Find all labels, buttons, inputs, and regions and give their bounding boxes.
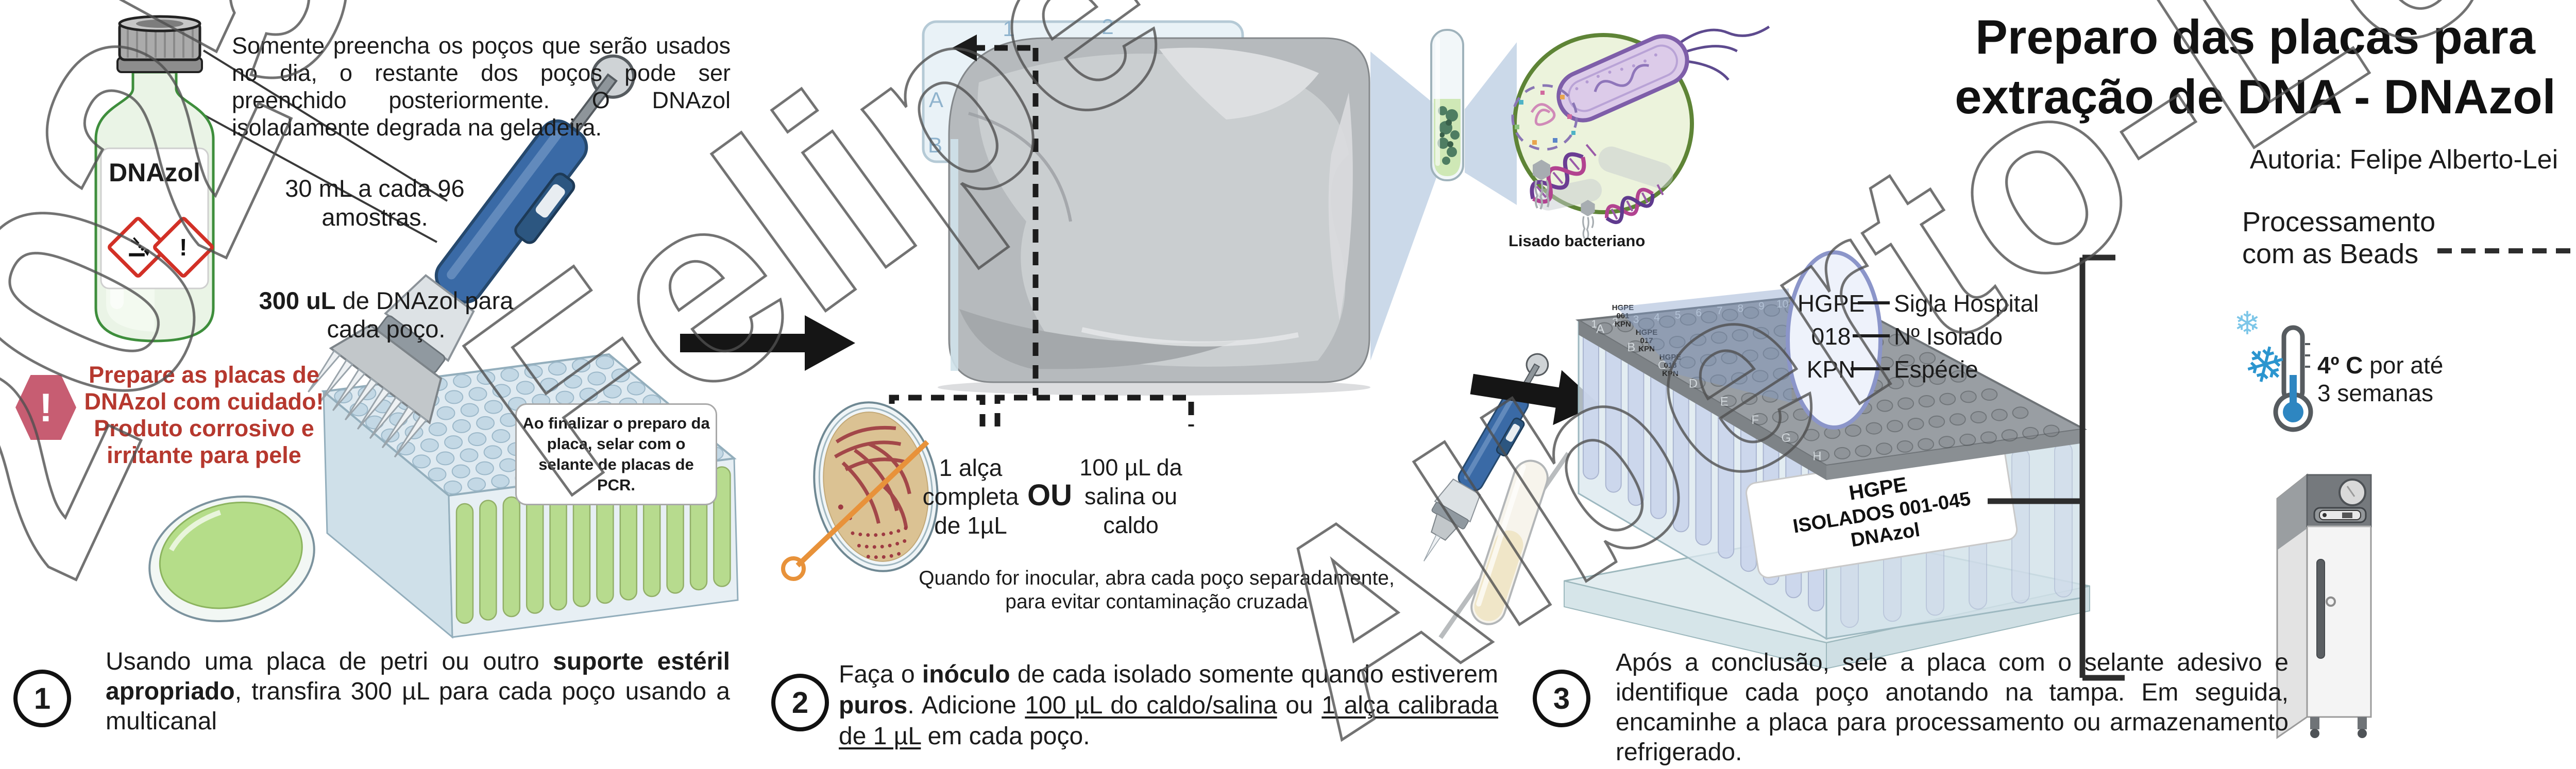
page-title-line1: Preparo das placas para xyxy=(1975,10,2535,64)
svg-text:G: G xyxy=(1781,431,1791,445)
arrow-right-2 xyxy=(1470,370,1599,425)
svg-text:KPN: KPN xyxy=(1662,369,1679,378)
svg-text:HGPE: HGPE xyxy=(1612,303,1634,312)
svg-text:8: 8 xyxy=(1738,303,1744,315)
step-3-text: Após a conclusão, sele a placa com o sel… xyxy=(1616,649,2289,766)
inoculum-option-2: 100 µL da salina ou caldo xyxy=(1079,454,1182,538)
freezer xyxy=(2276,473,2372,739)
svg-text:KPN: KPN xyxy=(1615,320,1631,329)
dashed-connector xyxy=(889,45,1194,426)
inoculum-or: OU xyxy=(1027,479,1072,512)
inoculum-note: Quando for inocular, abra cada poço sepa… xyxy=(919,567,1395,613)
svg-text:B: B xyxy=(1627,340,1635,354)
beam-bag-to-tube xyxy=(1370,52,1436,361)
step-3-number: 3 xyxy=(1533,670,1590,727)
svg-text:2: 2 xyxy=(1101,14,1113,39)
naming-code-isolate: 018 xyxy=(1811,323,1851,350)
svg-text:6: 6 xyxy=(1696,307,1702,319)
svg-text:B: B xyxy=(928,133,942,157)
naming-code-species: KPN xyxy=(1806,356,1856,383)
phage-icon-2 xyxy=(1581,200,1595,240)
svg-text:3: 3 xyxy=(1633,314,1639,326)
burst-cell xyxy=(1511,84,1578,151)
page-title: Preparo das placas para extração de DNA … xyxy=(1927,7,2576,127)
svg-text:A: A xyxy=(929,88,943,112)
svg-text:A: A xyxy=(1596,322,1604,336)
step-2-text: Faça o inóculo de cada isolado somente q… xyxy=(839,661,1499,750)
beam-tube-to-circle xyxy=(1465,42,1517,205)
svg-text:7: 7 xyxy=(1717,305,1723,317)
svg-text:F: F xyxy=(1751,413,1759,427)
svg-text:D: D xyxy=(1689,377,1698,390)
svg-text:2: 2 xyxy=(1612,316,1618,328)
plate-front-label: HGPE ISOLADOS 001-045 DNAzol xyxy=(1745,444,2018,578)
note-300ul: 300 uL de DNAzol para cada poço. xyxy=(259,287,514,343)
naming-label-isolate: Nº Isolado xyxy=(1894,323,2003,350)
note-30ml: 30 mL a cada 96 amostras. xyxy=(285,175,465,231)
page-title-line2: extração de DNA - DNAzol xyxy=(1955,70,2556,124)
snowflake-icon-small: ❄ xyxy=(2234,306,2261,341)
warning-hexagon-icon: ! xyxy=(15,375,76,440)
corrosive-icon xyxy=(106,215,171,280)
intro-paragraph: Somente preencha os poços que serão usad… xyxy=(232,32,731,141)
inoculation-loop xyxy=(795,440,929,568)
lysate-magnifier xyxy=(1511,25,1770,240)
bacterium xyxy=(1556,25,1770,123)
arrow-right-1 xyxy=(680,315,855,371)
svg-text:9: 9 xyxy=(1758,300,1765,312)
svg-text:4: 4 xyxy=(1654,312,1660,323)
svg-text:HGPE: HGPE xyxy=(1636,328,1658,337)
dashed-arrowhead xyxy=(952,35,977,61)
bottle-label-text: DNAzol xyxy=(109,158,200,187)
petri-dish-left xyxy=(148,495,315,623)
naming-label-species: Espécie xyxy=(1894,356,1978,383)
svg-text:001: 001 xyxy=(1616,312,1629,320)
naming-code-hospital: HGPE xyxy=(1797,290,1865,317)
phage-icon xyxy=(1533,160,1550,210)
svg-text:H: H xyxy=(1812,449,1821,463)
dna-helix-2 xyxy=(1605,184,1664,225)
storage-temp: 4º C por até 3 semanas xyxy=(2317,352,2444,406)
svg-text:5: 5 xyxy=(1675,310,1681,321)
svg-text:10: 10 xyxy=(1776,298,1788,310)
naming-label-hospital: Sigla Hospital xyxy=(1894,290,2039,317)
svg-text:C: C xyxy=(1658,358,1667,372)
author-credit: Autoria: Felipe Alberto-Lei xyxy=(2249,145,2558,175)
svg-text:018: 018 xyxy=(1664,361,1676,370)
seal-note-box: Ao finalizar o preparo da placa, selar c… xyxy=(515,403,717,505)
warning-text: Prepare as placas de DNAzol com cuidado!… xyxy=(84,362,324,468)
thermometer-icon xyxy=(2273,325,2313,432)
svg-text:KPN: KPN xyxy=(1638,345,1655,353)
step-2-number: 2 xyxy=(771,674,829,731)
lysate-tube xyxy=(1430,29,1464,181)
svg-text:1: 1 xyxy=(1003,16,1014,41)
naming-magnifier xyxy=(1786,250,1890,430)
step-1-number: 1 xyxy=(13,670,71,727)
connector-lines xyxy=(1988,254,2125,681)
inoculation-loop-ring xyxy=(781,556,806,581)
svg-text:HGPE: HGPE xyxy=(1659,353,1682,362)
processing-label: Processamento com as Beads xyxy=(2242,207,2436,269)
single-channel-pipette xyxy=(1423,344,1562,561)
multichannel-pipette xyxy=(308,23,675,458)
inoculum-option-1: 1 alça completa de 1µL xyxy=(922,454,1019,539)
beam-wells-to-circle xyxy=(1617,288,1792,403)
sealed-plate: 1 2 A B xyxy=(922,14,1370,396)
step-1-text: Usando uma placa de petri ou outro supor… xyxy=(106,648,731,735)
svg-text:017: 017 xyxy=(1640,336,1653,345)
svg-text:E: E xyxy=(1720,395,1728,409)
lysate-label: Lisado bacteriano xyxy=(1509,232,1646,250)
svg-text:1: 1 xyxy=(1591,318,1597,330)
saline-tube xyxy=(1470,459,1549,625)
culture-plate xyxy=(813,401,939,572)
